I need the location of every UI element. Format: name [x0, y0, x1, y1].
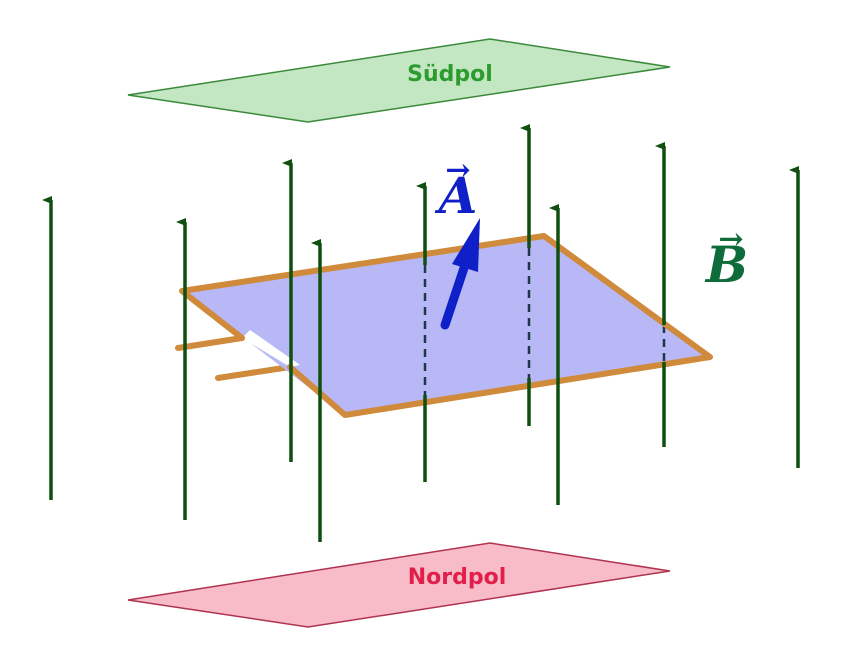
lead-wires	[175, 335, 293, 381]
loop-gap	[242, 330, 300, 367]
area-vector-arrow-glyph: →	[445, 153, 470, 188]
lead-wire-lower	[215, 364, 293, 381]
south-pole-plate	[127, 38, 671, 123]
field-vector-arrow-glyph: →	[718, 222, 743, 257]
north-pole-label: Nordpol	[408, 565, 507, 590]
field-lines-front	[176, 124, 666, 542]
lead-wire-upper	[175, 335, 245, 351]
area-vector-shaft	[440, 257, 471, 330]
area-vector-head	[452, 218, 480, 272]
field-vector-label-group: B →	[704, 222, 748, 294]
loop-wire	[179, 233, 713, 418]
field-vector-label: B	[704, 235, 748, 294]
north-pole-plate	[127, 542, 671, 628]
area-vector: A →	[435, 153, 480, 330]
area-vector-label: A	[435, 166, 478, 225]
field-lines-back	[42, 166, 800, 500]
south-pole-label: Südpol	[407, 62, 493, 87]
